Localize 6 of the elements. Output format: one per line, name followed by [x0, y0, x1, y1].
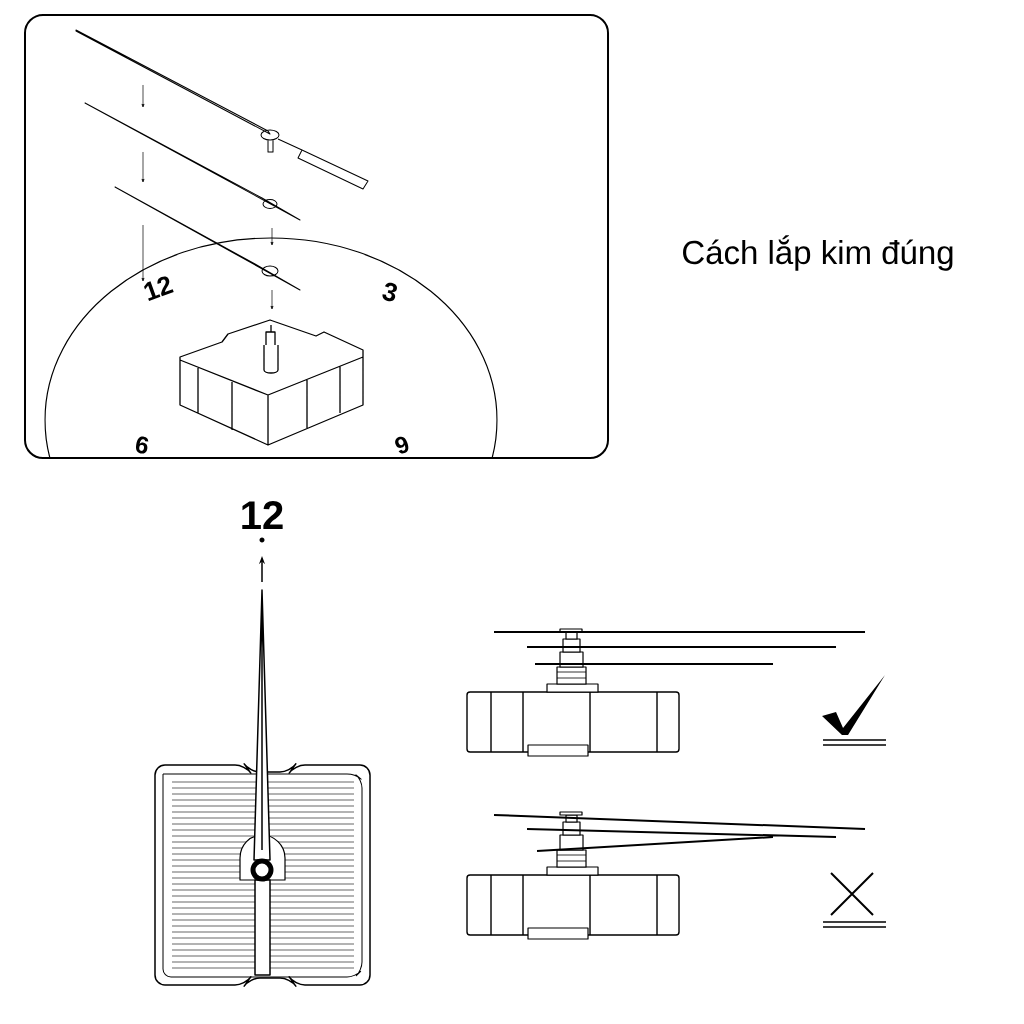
dial-numeral: 6: [395, 436, 409, 454]
dial-numeral: 3: [382, 282, 397, 302]
instruction-title: Cách lắp kim đúng: [683, 235, 953, 271]
dial-numeral: 12: [144, 276, 174, 301]
dial-numeral: 9: [136, 436, 149, 454]
dial-numeral: 12: [242, 501, 283, 529]
